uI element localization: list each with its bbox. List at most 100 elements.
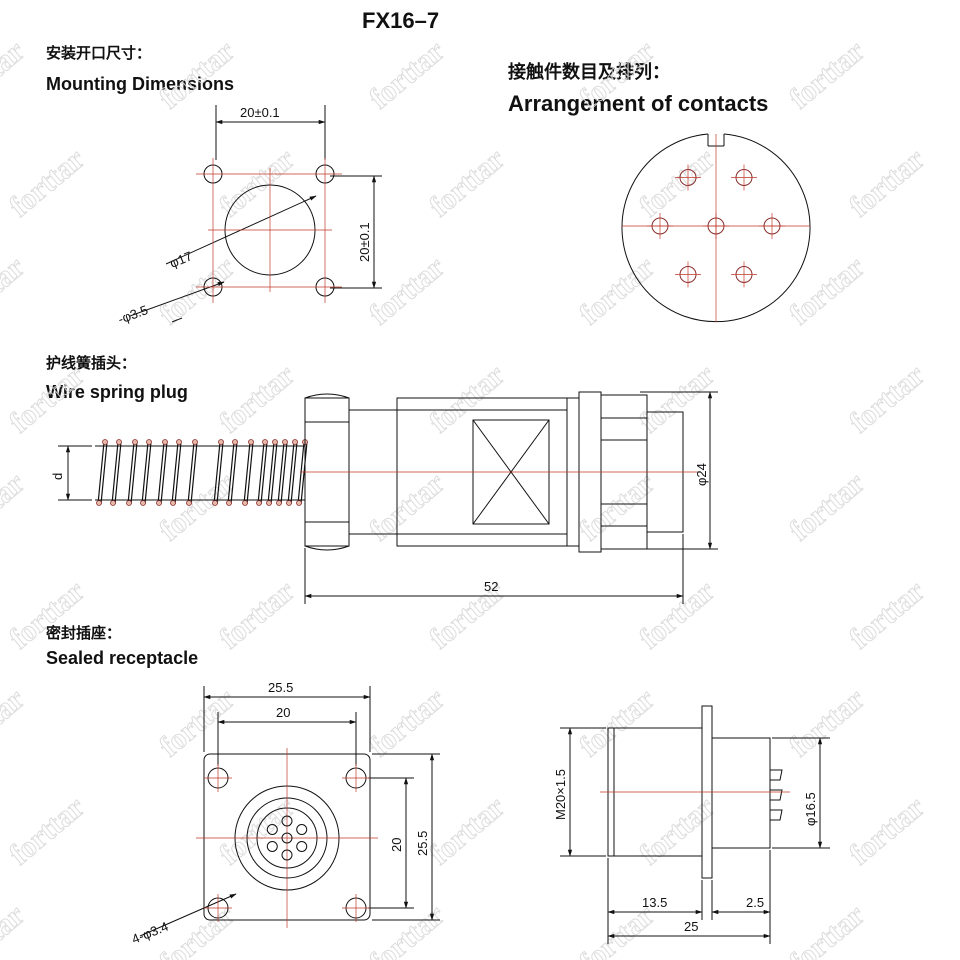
watermark-text: forttar xyxy=(3,790,91,871)
watermark-text: forttar xyxy=(3,358,91,439)
receptacle-pin xyxy=(281,815,293,827)
watermark-text: forttar xyxy=(363,682,451,763)
contacts-label-cn: 接触件数目及排列： xyxy=(508,62,670,83)
mounting-width-dim: 20±0.1 xyxy=(240,105,280,120)
receptacle-pin xyxy=(296,824,308,835)
watermark-text: forttar xyxy=(213,790,301,871)
watermark-text: forttar xyxy=(423,142,511,223)
receptacle-pin xyxy=(281,832,293,844)
watermark-text: forttar xyxy=(0,466,31,547)
mounting-drawing xyxy=(129,105,382,323)
plug-spring xyxy=(96,439,308,506)
spring-coil xyxy=(296,439,308,506)
receptacle-inner-width-dim: 20 xyxy=(276,705,290,720)
watermark-text: forttar xyxy=(573,682,661,763)
spring-coil xyxy=(126,439,138,506)
spring-coil xyxy=(276,439,288,506)
contact-pin xyxy=(647,213,673,239)
receptacle-body-length-dim: 13.5 xyxy=(642,895,667,910)
watermark-text: forttar xyxy=(573,466,661,547)
receptacle-inner-height-dim: 20 xyxy=(389,838,404,852)
watermark-text: forttar xyxy=(423,790,511,871)
receptacle-outer-height-dim: 25.5 xyxy=(415,831,430,856)
receptacle-front-centerlines xyxy=(196,748,378,928)
contact-pins xyxy=(647,164,785,288)
contact-pin xyxy=(731,261,757,288)
contact-pin xyxy=(675,261,701,288)
watermark: forttar forttar forttar forttar forttar fortt… xyxy=(0,34,931,960)
contact-pin xyxy=(759,213,785,239)
spring-coil xyxy=(266,439,278,506)
watermark-text: forttar xyxy=(153,466,241,547)
watermark-text: forttar xyxy=(213,142,301,223)
watermark-text: forttar xyxy=(0,682,31,763)
mounting-screw-dim: -φ3.5 xyxy=(116,302,150,327)
mounting-centerlines xyxy=(196,158,342,303)
watermark-text: forttar xyxy=(153,682,241,763)
watermark-text: forttar xyxy=(783,34,871,115)
receptacle-pin xyxy=(296,841,308,852)
watermark-text: forttar xyxy=(633,574,721,655)
watermark-text: forttar xyxy=(573,34,661,115)
receptacle-diameter-dim: φ16.5 xyxy=(803,792,818,826)
receptacle-total-length-dim: 25 xyxy=(684,919,698,934)
mounting-label-cn: 安装开口尺寸： xyxy=(46,44,152,62)
spring-coil xyxy=(140,439,152,506)
contact-pin xyxy=(675,164,701,191)
watermark-text: forttar xyxy=(843,358,931,439)
watermark-text: forttar xyxy=(633,790,721,871)
watermark-text: forttar xyxy=(783,466,871,547)
watermark-text: forttar xyxy=(363,250,451,331)
watermark-text: forttar xyxy=(783,682,871,763)
spring-coil xyxy=(256,439,268,506)
plug-length-dim: 52 xyxy=(484,579,498,594)
contact-pin xyxy=(703,213,729,239)
contacts-label-en: Arrangement of contacts xyxy=(508,91,769,116)
receptacle-thread-dim: M20×1.5 xyxy=(553,769,568,820)
watermark-text: forttar xyxy=(0,34,31,115)
watermark-text: forttar xyxy=(843,574,931,655)
watermark-text: forttar xyxy=(363,466,451,547)
watermark-text: forttar xyxy=(0,898,31,960)
watermark-text: forttar xyxy=(153,250,241,331)
watermark-text: forttar xyxy=(783,250,871,331)
spring-coil xyxy=(186,439,198,506)
watermark-text: forttar xyxy=(843,142,931,223)
watermark-text: forttar xyxy=(633,358,721,439)
spring-coil xyxy=(226,439,238,506)
spring-coil xyxy=(286,439,298,506)
receptacle-pin xyxy=(281,849,293,861)
watermark-text: forttar xyxy=(423,358,511,439)
drawing-title: FX16–7 xyxy=(362,8,440,33)
spring-coil xyxy=(156,439,168,506)
plug-label-en: Wire spring plug xyxy=(46,382,188,402)
receptacle-flange-dim: 2.5 xyxy=(746,895,764,910)
watermark-text: forttar xyxy=(213,574,301,655)
receptacle-outer-width-dim: 25.5 xyxy=(268,680,293,695)
spring-coil xyxy=(242,439,254,506)
receptacle-holes-dim: 4-φ3.4 xyxy=(130,919,171,947)
plug-diameter-dim: φ24 xyxy=(694,463,709,486)
watermark-text: forttar xyxy=(363,34,451,115)
receptacle-pin xyxy=(266,841,278,852)
watermark-text: forttar xyxy=(3,574,91,655)
watermark-text: forttar xyxy=(573,250,661,331)
receptacle-pins xyxy=(266,815,308,861)
watermark-text: forttar xyxy=(0,250,31,331)
spring-coil xyxy=(110,439,122,506)
mounting-hole-dim: φ17 xyxy=(168,248,195,270)
mounting-height-dim: 20±0.1 xyxy=(357,222,372,262)
plug-d-dim: d xyxy=(50,473,65,480)
watermark-text: forttar xyxy=(3,142,91,223)
plug-label-cn: 护线簧插头： xyxy=(46,354,137,372)
watermark-text: forttar xyxy=(783,898,871,960)
watermark-text: forttar xyxy=(843,790,931,871)
spring-coil xyxy=(170,439,182,506)
mounting-label-en: Mounting Dimensions xyxy=(46,74,234,94)
spring-coil xyxy=(96,439,108,506)
watermark-text: forttar xyxy=(213,358,301,439)
spring-coil xyxy=(212,439,224,506)
watermark-text: forttar xyxy=(633,142,721,223)
